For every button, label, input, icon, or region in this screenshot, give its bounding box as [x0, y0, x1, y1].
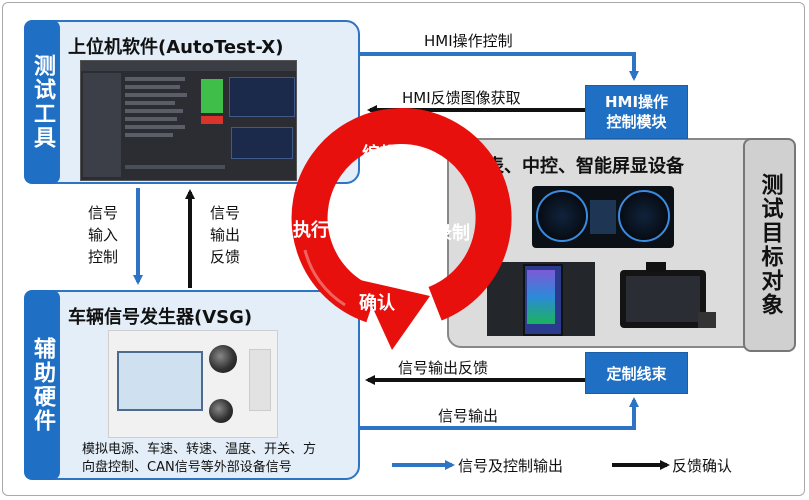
instrument-cluster-image	[532, 186, 674, 248]
center-console-image	[487, 262, 595, 336]
smart-display-image	[616, 262, 720, 336]
cycle-edit-label: 编辑	[362, 144, 398, 165]
hmi-module-line2: 控制模块	[606, 113, 667, 131]
aux-hardware-tab: 辅助硬件	[24, 290, 60, 480]
target-title: 仪表、中控、智能屏显设备	[468, 156, 684, 177]
test-tool-tab: 测试工具	[24, 20, 60, 184]
software-screenshot	[80, 60, 297, 181]
label-signal-output-feedback-vertical: 信号 输出 反馈	[209, 204, 240, 266]
label-hmi-feedback: HMI反馈图像获取	[402, 89, 521, 107]
label-signal-output-feedback: 信号输出反馈	[398, 359, 489, 377]
cycle-confirm-label: 确认	[359, 293, 395, 314]
hmi-control-module: HMI操作 控制模块	[585, 85, 688, 139]
legend-blue-label: 信号及控制输出	[458, 457, 564, 475]
label-signal-output: 信号输出	[438, 407, 499, 425]
hmi-module-line1: HMI操作	[604, 93, 669, 111]
label-hmi-control: HMI操作控制	[424, 32, 513, 50]
vsg-device-image	[108, 330, 278, 438]
label-signal-input-control: 信号 输入 控制	[87, 204, 118, 266]
arrow-hmi-control	[360, 52, 639, 81]
legend-black-label: 反馈确认	[672, 457, 733, 475]
cycle-record-label: 录制	[434, 223, 470, 244]
arrow-signal-output	[360, 397, 639, 430]
custom-harness-module: 定制线束	[585, 352, 688, 394]
target-tab: 测试目标对象	[743, 138, 796, 352]
vsg-title: 车辆信号发生器(VSG)	[68, 307, 253, 328]
vsg-description-line2: 向盘控制、CAN信号等外部设备信号	[82, 460, 292, 475]
vsg-description-line1: 模拟电源、车速、转速、温度、开关、方	[82, 442, 317, 457]
software-title: 上位机软件(AutoTest-X)	[68, 37, 284, 58]
cycle-execute-label: 执行	[293, 220, 329, 241]
